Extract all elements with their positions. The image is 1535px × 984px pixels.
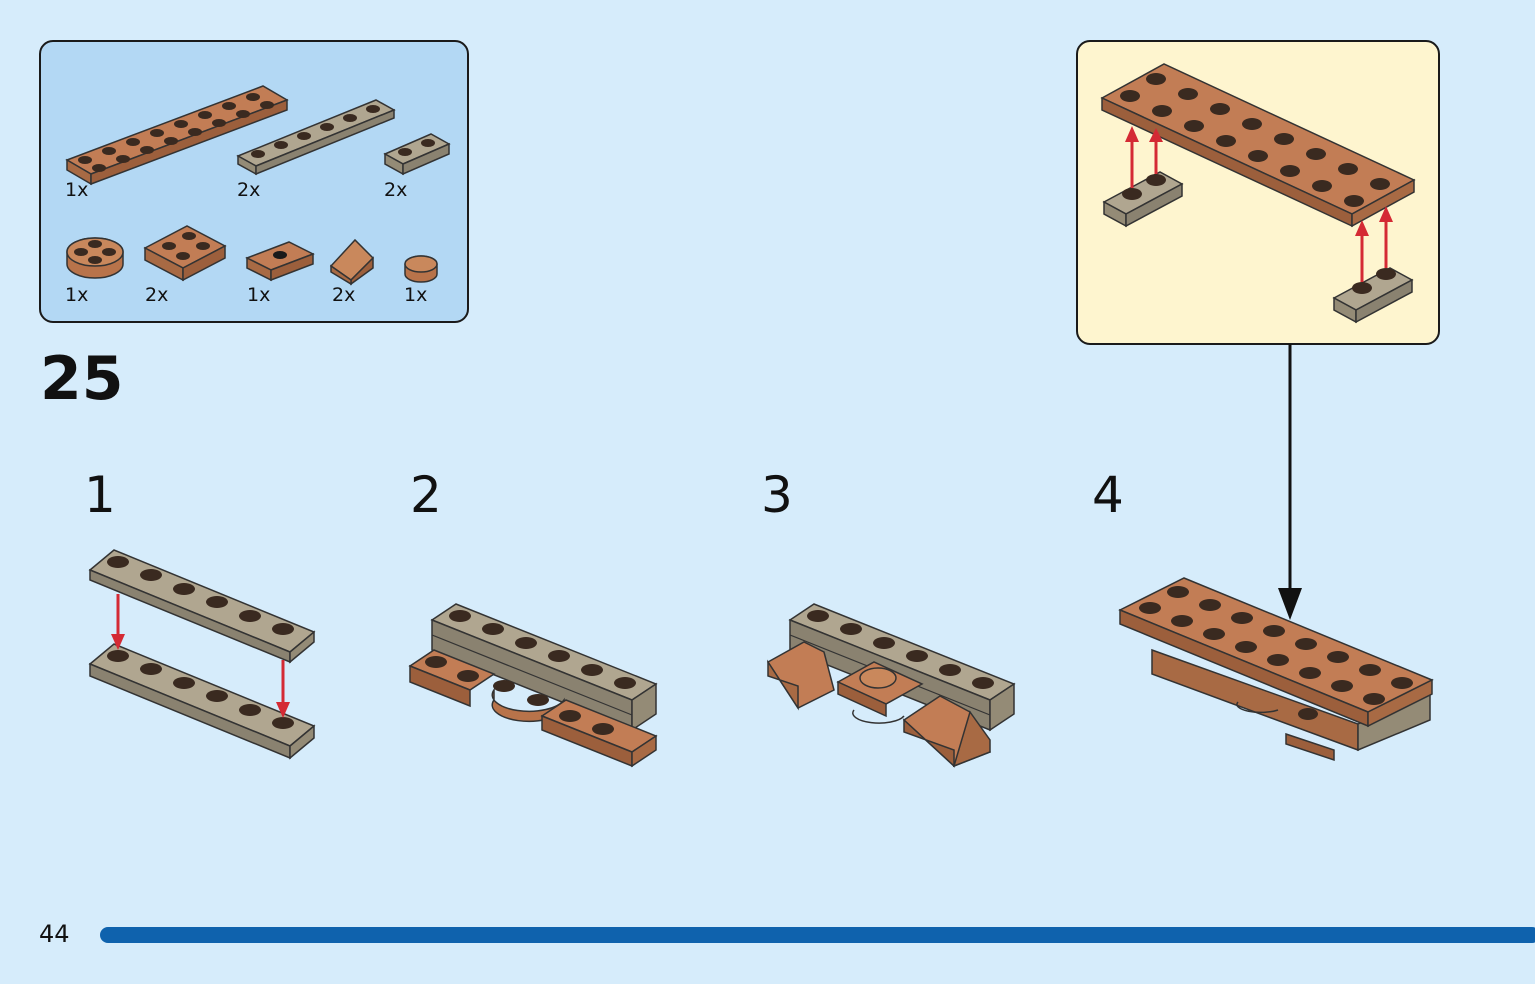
- part-quantity: 2x: [332, 284, 356, 306]
- substep-1-illustration: [88, 549, 316, 760]
- step-number: 25: [40, 344, 124, 414]
- round-tile-icon: [404, 255, 438, 283]
- substep-number: 4: [1092, 466, 1124, 524]
- part-quantity: 1x: [65, 284, 89, 306]
- part-quantity: 2x: [145, 284, 169, 306]
- page-number: 44: [39, 920, 70, 948]
- substep-number: 1: [84, 466, 116, 524]
- jumper-plate-icon: [245, 241, 315, 282]
- substep-4-illustration: [1118, 577, 1434, 762]
- substep-number: 2: [410, 466, 442, 524]
- callout-assembly-illustration: [1100, 63, 1416, 324]
- page-progress-bar: [100, 927, 1535, 943]
- substep-3-illustration: [766, 603, 1016, 768]
- round-plate-2x2-icon: [66, 237, 124, 279]
- part-quantity: 1x: [247, 284, 271, 306]
- slope-tile-icon: [329, 238, 375, 286]
- plate-1x2-gray-icon: [383, 133, 451, 176]
- plate-2x8-brown-icon: [65, 85, 289, 186]
- part-quantity: 1x: [404, 284, 428, 306]
- callout-pointer-arrow: [1278, 344, 1302, 620]
- callout-box: [1076, 40, 1440, 345]
- part-quantity: 1x: [65, 179, 89, 201]
- substep-number: 3: [761, 466, 793, 524]
- substep-2-illustration: [408, 603, 658, 768]
- plate-1x6-gray-icon: [236, 99, 396, 176]
- part-quantity: 2x: [384, 179, 408, 201]
- parts-list-box: 1x 2x 2x 1x 2x 1x 2x 1x: [39, 40, 469, 323]
- plate-2x2-brown-icon: [143, 225, 227, 282]
- part-quantity: 2x: [237, 179, 261, 201]
